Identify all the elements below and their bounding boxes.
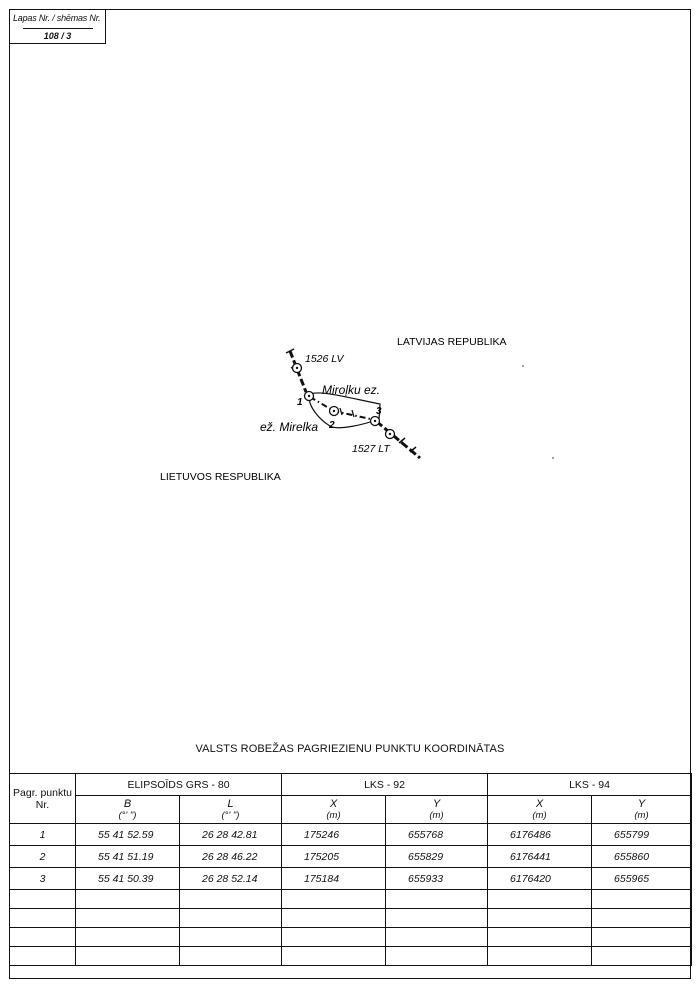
column-header-x94: X(m) bbox=[487, 795, 593, 824]
sheet-number-value: 108 / 3 bbox=[43, 31, 72, 41]
column-unit: (m) bbox=[532, 809, 547, 821]
cell-l: 26 28 52.14 bbox=[179, 867, 282, 890]
table-row: 2 55 41 51.19 26 28 46.22 175205 655829 … bbox=[9, 845, 693, 868]
border-tick bbox=[409, 446, 417, 453]
sheet-number-divider bbox=[23, 28, 93, 29]
column-name: X bbox=[329, 797, 338, 810]
border-tick bbox=[398, 437, 406, 444]
turning-point-1 bbox=[303, 390, 315, 402]
lake-outline bbox=[308, 392, 381, 429]
table-row: 3 55 41 50.39 26 28 52.14 175184 655933 … bbox=[9, 867, 693, 890]
column-name: X bbox=[535, 797, 544, 810]
marker-label-1527: 1527 LT bbox=[352, 443, 391, 455]
column-header-b: B(°' ") bbox=[75, 795, 180, 824]
column-header-l: L(°' ") bbox=[179, 795, 282, 824]
cell-y94: 655799 bbox=[591, 823, 693, 846]
country-label-latvia: LATVIJAS REPUBLIKA bbox=[397, 336, 507, 348]
coordinates-table: Pagr. punktu Nr. ELIPSOĪDS GRS - 80 LKS … bbox=[9, 773, 693, 966]
cell-b: 55 41 52.59 bbox=[75, 823, 180, 846]
table-row-empty bbox=[9, 889, 693, 909]
column-unit: (m) bbox=[429, 809, 444, 821]
point-label-3: 3 bbox=[376, 406, 382, 417]
cell-x94: 6176420 bbox=[487, 867, 593, 890]
column-unit: (°' ") bbox=[118, 809, 137, 821]
column-name: Y bbox=[637, 797, 646, 810]
sheet-number-label: Lapas Nr. / shēmas Nr. bbox=[13, 13, 101, 23]
cell-x92: 175246 bbox=[281, 823, 386, 846]
turning-point-3 bbox=[369, 415, 381, 427]
column-unit: (m) bbox=[326, 809, 341, 821]
border-tick bbox=[351, 409, 355, 418]
cell-x92: 175184 bbox=[281, 867, 386, 890]
lake-label-lithuanian: ež. Mirelka bbox=[260, 420, 318, 434]
column-unit: (m) bbox=[634, 809, 649, 821]
cell-y92: 655829 bbox=[384, 845, 489, 868]
cell-b: 55 41 50.39 bbox=[75, 867, 180, 890]
table-row-empty bbox=[9, 946, 693, 966]
border-tick bbox=[339, 407, 343, 416]
cell-y92: 655933 bbox=[384, 867, 489, 890]
cell-l: 26 28 42.81 bbox=[179, 823, 282, 846]
cell-y92: 655768 bbox=[384, 823, 489, 846]
cell-point-nr: 1 bbox=[9, 823, 76, 846]
table-row-empty bbox=[9, 908, 693, 928]
column-name: L bbox=[227, 797, 234, 810]
point-label-2: 2 bbox=[328, 420, 335, 431]
table-title: VALSTS ROBEŽAS PAGRIEZIENU PUNKTU KOORDI… bbox=[195, 743, 505, 755]
column-name: B bbox=[123, 797, 132, 810]
column-header-x92: X(m) bbox=[281, 795, 386, 824]
point-number-header: Pagr. punktu Nr. bbox=[9, 773, 76, 824]
column-header-y94: Y(m) bbox=[591, 795, 693, 824]
cell-b: 55 41 51.19 bbox=[75, 845, 180, 868]
cell-point-nr: 3 bbox=[9, 867, 76, 890]
map-speck bbox=[522, 365, 524, 367]
column-name: Y bbox=[432, 797, 441, 810]
lake-label-latvian: Miroļku ez. bbox=[322, 383, 380, 397]
cell-x92: 175205 bbox=[281, 845, 386, 868]
cell-l: 26 28 46.22 bbox=[179, 845, 282, 868]
table-row: 1 55 41 52.59 26 28 42.81 175246 655768 … bbox=[9, 823, 693, 846]
turning-point-2 bbox=[328, 405, 340, 417]
cell-x94: 6176441 bbox=[487, 845, 593, 868]
border-line-south bbox=[375, 419, 421, 460]
group-header-grs80: ELIPSOĪDS GRS - 80 bbox=[75, 773, 282, 796]
marker-1526 bbox=[291, 362, 303, 374]
group-header-lks92: LKS - 92 bbox=[280, 773, 489, 796]
cell-point-nr: 2 bbox=[9, 845, 76, 868]
column-header-y92: Y(m) bbox=[384, 795, 489, 824]
cell-x94: 6176486 bbox=[487, 823, 593, 846]
country-label-lithuania: LIETUVOS RESPUBLIKA bbox=[160, 471, 281, 483]
marker-1527 bbox=[384, 428, 396, 440]
group-header-lks94: LKS - 94 bbox=[487, 773, 693, 796]
marker-label-1526: 1526 LV bbox=[305, 353, 345, 365]
point-label-1: 1 bbox=[297, 397, 303, 408]
sheet-number-box: Lapas Nr. / shēmas Nr. 108 / 3 bbox=[9, 9, 106, 44]
cell-y94: 655965 bbox=[591, 867, 693, 890]
column-unit: (°' ") bbox=[221, 809, 240, 821]
border-tick bbox=[285, 348, 295, 354]
table-row-empty bbox=[9, 927, 693, 947]
sheet-frame bbox=[9, 9, 691, 979]
cell-y94: 655860 bbox=[591, 845, 693, 868]
map-speck bbox=[552, 457, 554, 459]
